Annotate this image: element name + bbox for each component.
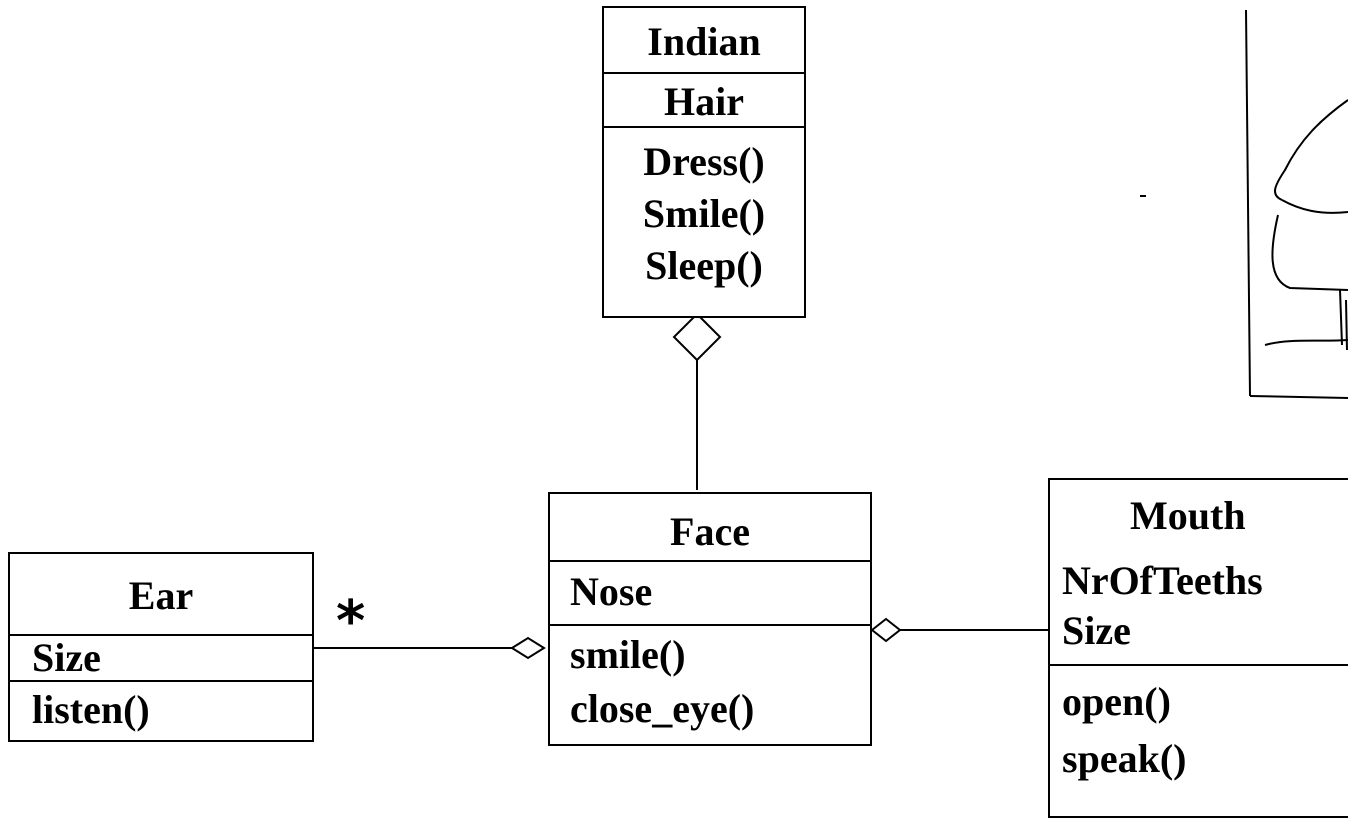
face-mouth-aggregation-diamond xyxy=(870,617,902,643)
class-indian-method: Smile() xyxy=(642,191,766,236)
indian-aggregation-diamond xyxy=(672,312,722,362)
class-indian-method: Sleep() xyxy=(645,243,763,288)
class-face-attribute: Nose xyxy=(570,569,653,614)
class-indian-name-section: Indian xyxy=(604,8,804,72)
class-face-name-section: Face xyxy=(550,494,870,560)
class-indian: Indian Hair Dress() Smile() Sleep() xyxy=(602,6,806,318)
class-face-method: close_eye() xyxy=(570,686,755,731)
class-indian-name: Indian xyxy=(647,19,761,64)
sketch-image xyxy=(1140,9,1348,399)
class-indian-method: Dress() xyxy=(643,139,765,184)
class-face-name: Face xyxy=(670,509,750,554)
class-ear-name: Ear xyxy=(128,573,194,618)
face-ear-aggregation-diamond xyxy=(510,636,546,660)
class-face-method: smile() xyxy=(570,632,686,677)
class-ear-attribute: Size xyxy=(32,635,101,680)
class-ear-method: listen() xyxy=(32,687,150,732)
class-face-attributes: Nose xyxy=(550,560,870,624)
class-mouth: Mouth NrOfTeeths Size open() speak() xyxy=(1048,478,1348,818)
class-indian-attributes: Hair xyxy=(604,72,804,126)
class-face-methods: smile() close_eye() xyxy=(550,624,870,738)
class-mouth-attribute: NrOfTeeths xyxy=(1062,558,1263,603)
class-mouth-attributes: NrOfTeeths Size xyxy=(1050,544,1348,664)
class-ear-attributes: Size xyxy=(10,634,312,680)
class-mouth-attribute: Size xyxy=(1062,608,1131,653)
ear-face-multiplicity: * xyxy=(336,589,366,654)
class-ear-methods: listen() xyxy=(10,680,312,732)
class-mouth-methods: open() speak() xyxy=(1050,664,1348,786)
class-face: Face Nose smile() close_eye() xyxy=(548,492,872,746)
class-indian-attribute: Hair xyxy=(664,79,744,124)
class-ear-name-section: Ear xyxy=(10,554,312,634)
class-indian-methods: Dress() Smile() Sleep() xyxy=(604,126,804,292)
class-mouth-name: Mouth xyxy=(1130,493,1246,538)
class-ear: Ear Size listen() xyxy=(8,552,314,742)
class-mouth-method: open() xyxy=(1062,679,1171,724)
association-lines xyxy=(314,9,1348,660)
class-mouth-method: speak() xyxy=(1062,736,1187,781)
class-mouth-name-section: Mouth xyxy=(1050,480,1348,544)
